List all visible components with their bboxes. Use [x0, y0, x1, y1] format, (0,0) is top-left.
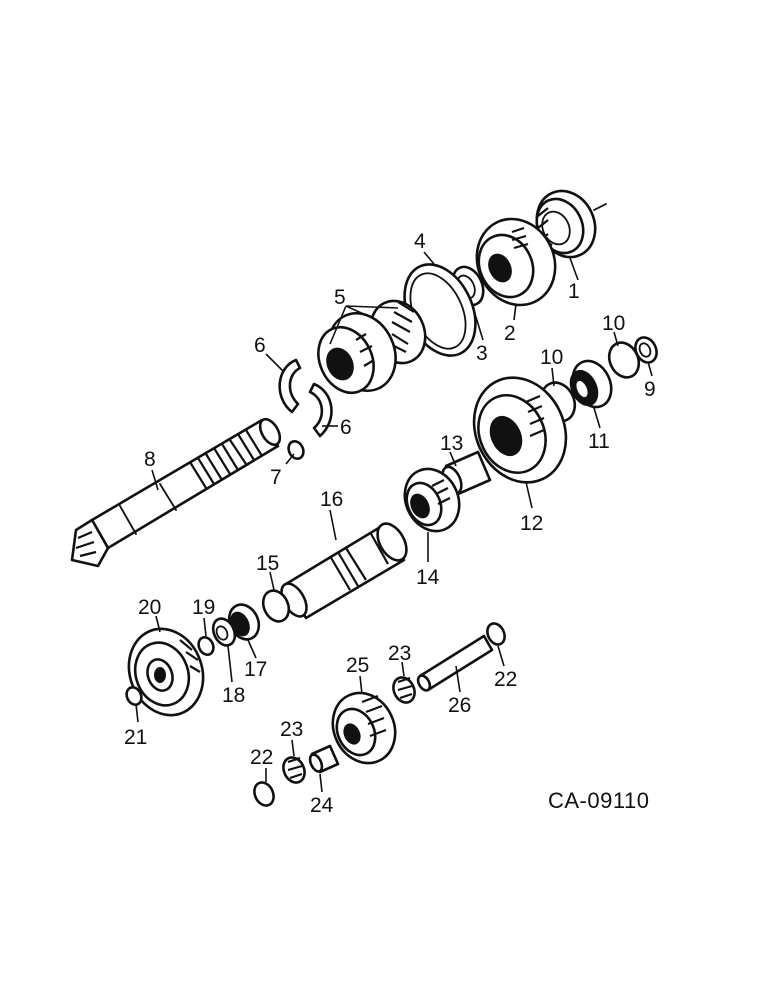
callout-13: 13: [440, 432, 463, 455]
leader-lines: [135, 251, 653, 793]
part-23-roller-bearing-upper: [392, 676, 416, 704]
part-15-ring: [261, 589, 291, 623]
part-12-gear: [472, 376, 568, 484]
callout-2: 2: [504, 322, 516, 345]
callout-6-lower: 6: [340, 416, 352, 439]
callout-22-right: 22: [494, 668, 517, 691]
callout-6-upper: 6: [254, 334, 266, 357]
part-20-gear: [127, 627, 205, 717]
callout-7: 7: [270, 466, 282, 489]
callout-24: 24: [310, 794, 334, 817]
part-26-pin: [416, 634, 494, 692]
callout-3: 3: [476, 342, 488, 365]
part-18-collar: [211, 617, 237, 647]
callout-26: 26: [448, 694, 471, 717]
part-22-washer-upper: [486, 622, 506, 646]
callout-12: 12: [520, 512, 543, 535]
callout-10-right: 10: [602, 312, 625, 335]
callout-15: 15: [256, 552, 279, 575]
part-14-bearing: [403, 467, 461, 533]
callout-22-left: 22: [250, 746, 273, 769]
callout-17: 17: [244, 658, 267, 681]
callout-4: 4: [414, 230, 426, 253]
part-22-washer-lower: [253, 781, 275, 807]
part-10-snap-ring-a: [607, 341, 641, 379]
part-7-collar: [287, 440, 305, 460]
callout-25: 25: [346, 654, 369, 677]
part-11-bearing: [569, 359, 613, 409]
part-23-roller-bearing-lower: [282, 756, 306, 784]
callout-20: 20: [138, 596, 161, 619]
callout-16: 16: [320, 488, 343, 511]
part-24-spacer: [308, 744, 340, 774]
callout-1: 1: [568, 280, 580, 303]
callout-14: 14: [416, 566, 440, 589]
callout-9: 9: [644, 378, 656, 401]
part-17-bearing: [227, 603, 261, 641]
callout-23-lower: 23: [280, 718, 303, 741]
drawing-code: CA-09110: [548, 788, 649, 813]
part-19-ring: [197, 636, 215, 656]
callout-5: 5: [334, 286, 346, 309]
callout-10-left: 10: [540, 346, 563, 369]
callout-23-upper: 23: [388, 642, 411, 665]
part-5-bearing-assembly: [317, 299, 427, 395]
callout-21: 21: [124, 726, 147, 749]
callout-8: 8: [144, 448, 156, 471]
part-2-bearing: [475, 217, 557, 307]
part-8-shaft: [70, 417, 282, 568]
part-6-half-ring-lower: [308, 382, 333, 438]
callout-11: 11: [588, 430, 610, 453]
part-25-gear: [331, 691, 397, 765]
part-6-half-ring-upper: [278, 358, 302, 414]
callout-18: 18: [222, 684, 245, 707]
part-21-washer: [125, 686, 143, 706]
part-16-gear-shaft: [280, 522, 408, 620]
callout-19: 19: [192, 596, 215, 619]
